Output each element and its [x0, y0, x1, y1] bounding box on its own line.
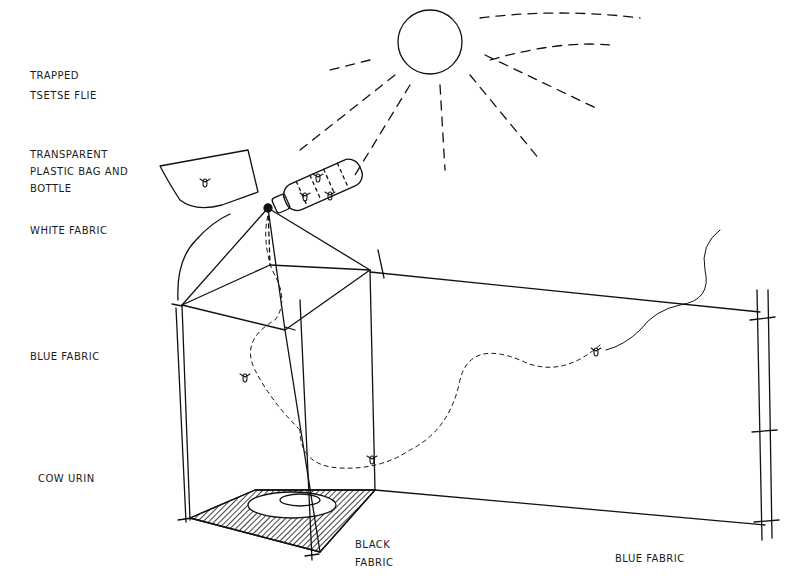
- part-label: WHITE FABRIC: [30, 222, 107, 239]
- plastic-bag: [160, 150, 258, 208]
- urine-dish: [248, 492, 336, 518]
- part-label: TRANSPARENT PLASTIC BAG AND BOTTLE: [30, 146, 150, 197]
- part-label: BLUE FABRIC: [30, 348, 100, 365]
- black-fabric-base: [190, 490, 375, 552]
- plastic-bottle: [269, 155, 366, 219]
- part-label: COW URIN: [38, 470, 95, 487]
- flight-path: [251, 215, 721, 468]
- blue-fabric-wall: [370, 272, 779, 540]
- part-label: BLUE FABRIC: [615, 550, 685, 567]
- part-label: BLACK FABRIC: [355, 536, 415, 572]
- part-label: TRAPPED TSETSE FLIE: [30, 66, 120, 106]
- sun: [300, 10, 640, 175]
- tsetse-flies: [200, 174, 601, 464]
- trap-frame: [172, 204, 384, 560]
